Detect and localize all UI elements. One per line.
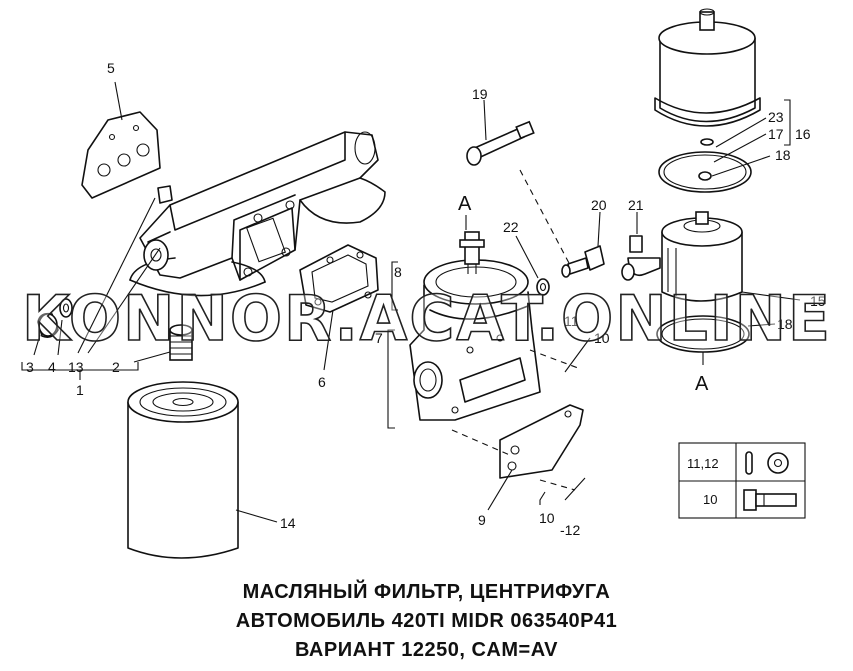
legend-label-10: 10	[703, 492, 717, 507]
callout-4: 4	[48, 359, 56, 375]
callout-5: 5	[107, 60, 115, 76]
callout-21: 21	[628, 197, 644, 213]
callout-6: 6	[318, 374, 326, 390]
callout-10-lower: 10	[539, 510, 555, 526]
caption-line-3: ВАРИАНТ 12250, CAM=AV	[294, 639, 559, 661]
callout-18-upper: 18	[775, 147, 791, 163]
caption-line-1: МАСЛЯНЫЙ ФИЛЬТР, ЦЕНТРИФУГА	[242, 581, 611, 603]
callout-18-lower: 18	[777, 316, 793, 332]
callout-11: 11	[564, 313, 579, 329]
spring-washer-icon	[745, 451, 753, 475]
callout-9: 9	[478, 512, 486, 528]
callout-20: 20	[591, 197, 607, 213]
callout-3: 3	[26, 359, 34, 375]
callout-14: 14	[280, 515, 296, 531]
callout-10-upper: 10	[594, 330, 610, 346]
callout-10-12-suffix: -12	[560, 522, 580, 538]
callout-1: 1	[76, 382, 84, 398]
threaded-nipple-2	[133, 324, 193, 363]
bolt-icon	[743, 489, 797, 511]
view-marker-top: A	[458, 193, 472, 215]
fitting-21	[621, 212, 661, 281]
callout-7: 7	[375, 330, 383, 346]
centrifuge-base-7	[387, 231, 541, 429]
centrifuge-rotor-15	[656, 211, 801, 365]
plug-assembly-1	[33, 197, 161, 356]
caption-line-2: АВТОМОБИЛЬ 420TI MIDR 063540P41	[235, 610, 618, 632]
callout-17: 17	[768, 126, 784, 142]
callout-22: 22	[503, 219, 519, 235]
fastener-legend: 11,12 10	[678, 442, 806, 519]
callout-13: 13	[68, 359, 84, 375]
callout-15: 15	[810, 293, 826, 309]
bolt-leaders	[529, 337, 591, 505]
view-marker-bottom: A	[695, 373, 709, 395]
gasket-5	[81, 81, 161, 199]
washer-22	[515, 235, 550, 296]
legend-label-11-12: 11,12	[687, 456, 719, 471]
callout-8: 8	[394, 264, 402, 280]
watermark-text: KONNOR.ACAT.ONLINE	[22, 282, 832, 355]
callout-16: 16	[795, 126, 811, 142]
callout-23: 23	[768, 109, 784, 125]
diagram-caption: МАСЛЯНЫЙ ФИЛЬТР, ЦЕНТРИФУГА АВТОМОБИЛЬ 4…	[0, 578, 853, 665]
centrifuge-cover-16	[654, 8, 791, 193]
bracket-plate-9	[451, 404, 584, 511]
callout-2: 2	[112, 359, 120, 375]
bracket-callout-1	[21, 362, 139, 380]
gasket-6	[299, 244, 379, 371]
filter-head-housing	[129, 131, 386, 297]
oil-filter-cartridge-14	[127, 381, 278, 559]
bolt-19	[466, 99, 571, 266]
callout-19: 19	[472, 86, 488, 102]
flat-washer-icon	[767, 452, 789, 474]
fitting-20	[561, 211, 605, 278]
